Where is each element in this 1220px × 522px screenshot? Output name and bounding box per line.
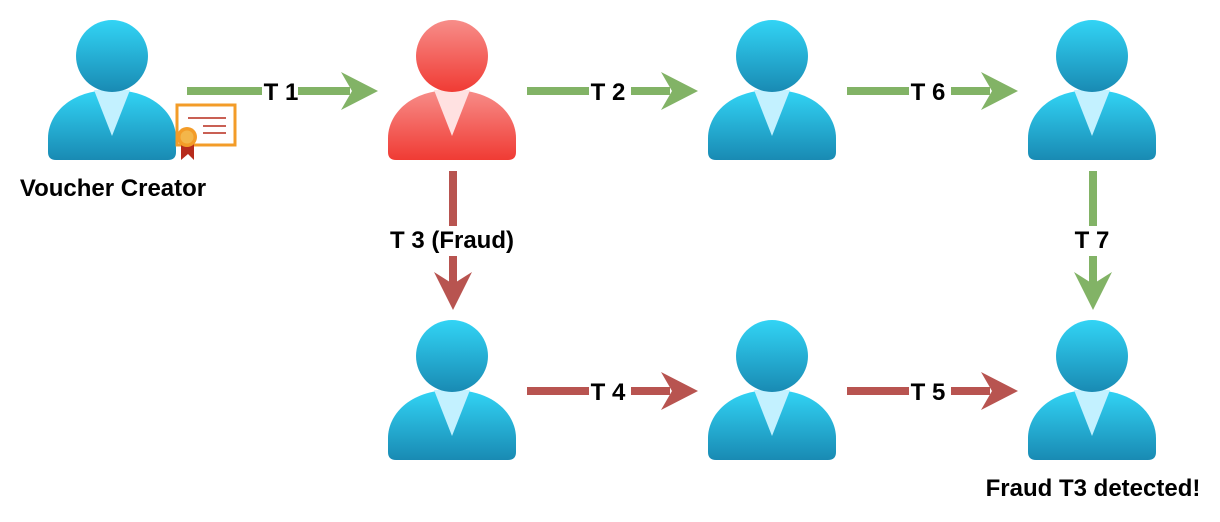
- edge-t6-label: T 6: [911, 79, 946, 106]
- person-icon: [708, 20, 836, 160]
- edge-t5: T 5: [847, 372, 1018, 410]
- node-recipient-t3: [388, 320, 516, 460]
- node-recipient-t6: [1028, 20, 1156, 160]
- node-fraudster: [388, 20, 516, 160]
- person-icon: [708, 320, 836, 460]
- node-recipient-t4: [708, 320, 836, 460]
- node-detector: Fraud T3 detected!: [986, 320, 1201, 502]
- person-icon: [1028, 20, 1156, 160]
- node-voucher-creator: Voucher Creator: [20, 20, 206, 202]
- node-detector-caption: Fraud T3 detected!: [986, 475, 1201, 502]
- node-recipient-t2: [708, 20, 836, 160]
- edge-t4-label: T 4: [591, 379, 626, 406]
- edge-t3-label: T 3 (Fraud): [390, 227, 514, 254]
- person-icon: [48, 20, 176, 160]
- edge-t7-label: T 7: [1075, 227, 1110, 254]
- edge-t5-label: T 5: [911, 379, 946, 406]
- edge-t2-label: T 2: [591, 79, 626, 106]
- node-creator-caption: Voucher Creator: [20, 175, 206, 202]
- edge-t4: T 4: [527, 372, 698, 410]
- person-icon: [388, 20, 516, 160]
- edge-t3: T 3 (Fraud): [386, 171, 518, 310]
- edge-t2: T 2: [527, 72, 698, 110]
- edge-t1-label: T 1: [264, 79, 299, 106]
- certificate-icon: [175, 103, 237, 160]
- edge-t6: T 6: [847, 72, 1018, 110]
- person-icon: [1028, 320, 1156, 460]
- edge-t7: T 7: [1072, 171, 1114, 310]
- person-icon: [388, 320, 516, 460]
- edge-t1: T 1: [187, 72, 378, 110]
